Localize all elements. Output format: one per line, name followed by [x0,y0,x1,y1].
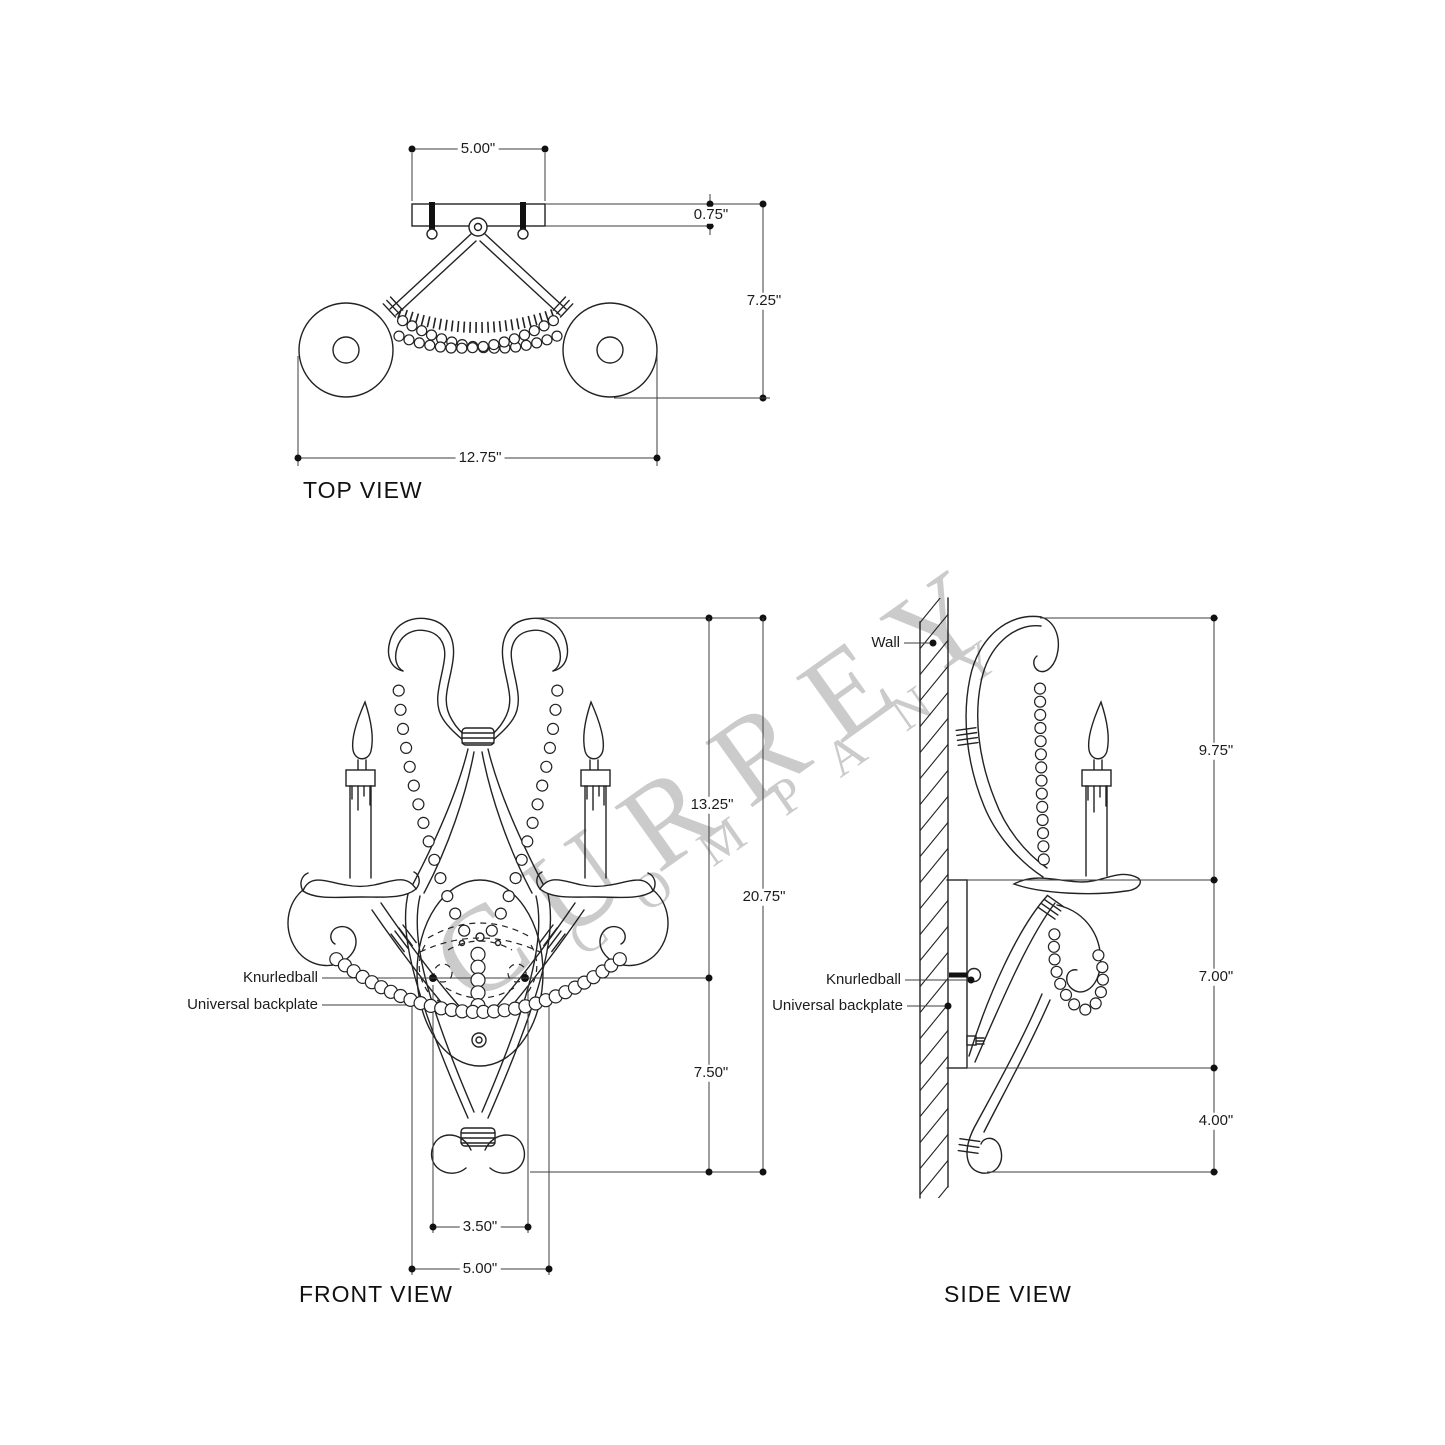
top-left-bobeche [298,302,394,398]
side-cup [1012,873,1142,895]
front-view-drawing [287,614,767,1275]
top-coil-garland [397,307,559,333]
side-lower-scroll [957,993,1051,1174]
top-dim-overall-width: 12.75" [455,449,505,467]
top-view-drawing [294,145,770,466]
side-callout-wall: Wall [871,633,900,651]
top-view-title: TOP VIEW [303,477,423,503]
side-dim-middle: 7.00" [1195,968,1237,986]
front-dim-lower-height: 7.50" [690,1064,732,1082]
front-bottom-finial [430,1127,526,1174]
top-left-wrap-band [382,296,404,318]
side-arm [968,894,1102,1063]
side-wall [919,597,949,1199]
front-callout-backplate: Universal backplate [187,995,318,1013]
side-view-drawing [904,597,1218,1199]
side-dim-lower: 4.00" [1195,1112,1237,1130]
top-dim-thickness: 0.75" [690,206,732,224]
front-view-title: FRONT VIEW [299,1281,453,1307]
front-top-scrolls [387,617,569,894]
top-bolt-right [520,202,526,229]
top-view-dimensions [294,145,770,466]
side-dim-upper: 9.75" [1195,742,1237,760]
top-dim-backplate-width: 5.00" [457,140,499,158]
side-top-scroll [955,615,1060,878]
front-dim-inner-width: 3.50" [459,1218,501,1236]
front-waist-band [461,727,495,746]
front-screw-hole [471,1032,487,1048]
front-dim-overall-height: 20.75" [739,888,789,906]
side-view-title: SIDE VIEW [944,1281,1072,1307]
side-callout-knurledball: Knurledball [825,970,901,988]
side-candle [1081,700,1112,877]
front-callout-knurledball: Knurledball [242,968,318,986]
top-arms [389,233,567,316]
top-dim-depth: 7.25" [743,292,785,310]
front-left-candle [345,700,376,879]
side-callout-backplate: Universal backplate [772,996,903,1014]
front-dim-backplate-width: 5.00" [459,1260,501,1278]
front-view-dimensions [322,614,767,1275]
front-left-arm [287,885,460,1015]
top-right-bobeche [562,302,658,398]
top-bolt-left [429,202,435,229]
top-right-wrap-band [552,296,574,318]
front-dim-upper-height: 13.25" [687,796,737,814]
front-cups [300,871,656,899]
side-view-dimensions [904,614,1218,1176]
front-right-candle [580,700,611,879]
top-center-hub [468,217,488,237]
